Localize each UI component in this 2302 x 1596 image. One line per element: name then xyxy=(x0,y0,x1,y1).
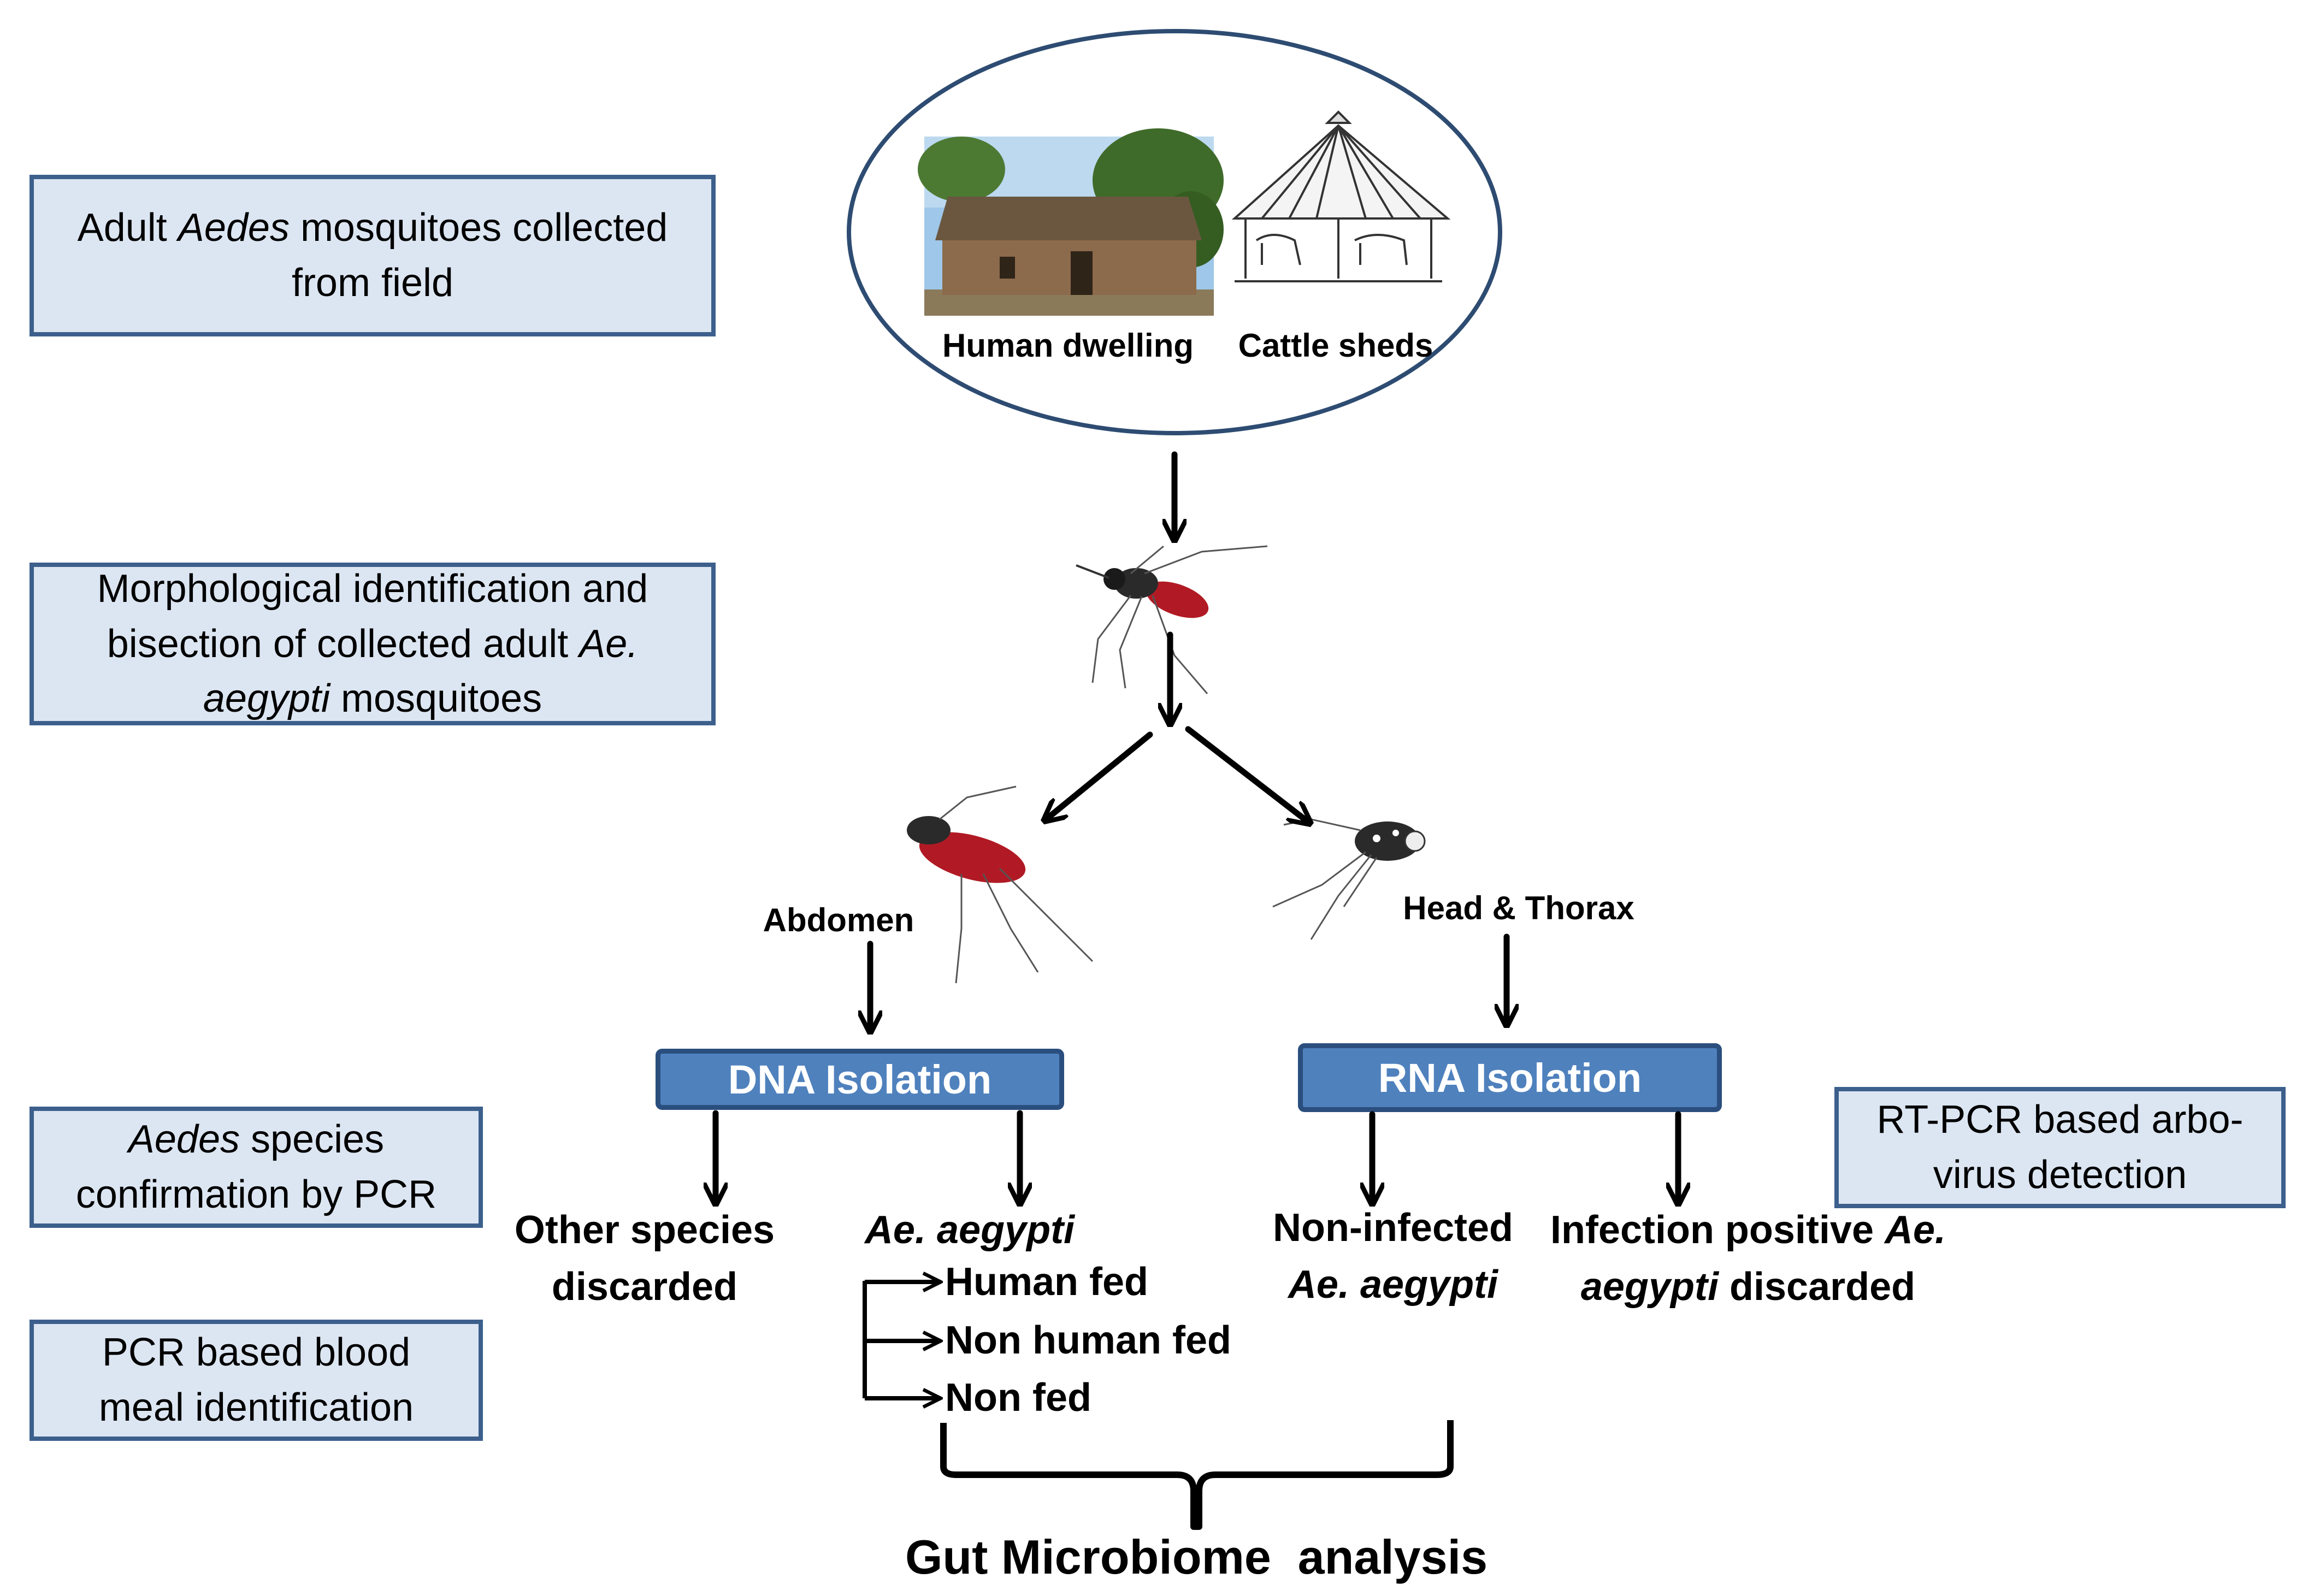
arrow-split-to-head-thorax xyxy=(1185,726,1308,822)
ae-aegypti-dna-text: Ae. aegypti xyxy=(864,1208,1075,1252)
infection-positive-label: Infection positive Ae. aegypti discarded xyxy=(1546,1202,1950,1316)
rna-isolation-box: RNA Isolation xyxy=(1298,1043,1722,1112)
ae-aegypti-dna-label: Ae. aegypti xyxy=(841,1202,1098,1258)
morphology-text-pre: Morphological identification and bisecti… xyxy=(97,566,648,666)
whole-mosquito-image xyxy=(1076,545,1268,694)
rt-pcr-text: RT-PCR based arbo-virus detection xyxy=(1876,1098,2244,1197)
blood-meal-text: PCR based blood meal identification xyxy=(98,1331,414,1429)
collection-box: Adult Aedes mosquitoes collected from fi… xyxy=(29,175,716,336)
collection-text-post: mosquitoes collected from field xyxy=(289,206,668,305)
human-fed-label: Human fed xyxy=(945,1260,1149,1304)
other-species-label: Other species discarded xyxy=(492,1202,798,1316)
non-infected-text: Non-infected xyxy=(1273,1206,1513,1250)
dna-isolation-label: DNA Isolation xyxy=(728,1056,992,1102)
rna-isolation-label: RNA Isolation xyxy=(1378,1055,1642,1101)
infection-positive-species-text: aegypti xyxy=(1580,1265,1719,1309)
non-fed-label: Non fed xyxy=(945,1376,1091,1420)
infection-positive-discarded-text: discarded xyxy=(1718,1265,1916,1309)
infection-positive-text: Infection positive xyxy=(1550,1208,1885,1252)
morphology-box: Morphological identification and bisecti… xyxy=(29,563,716,725)
non-human-fed-label: Non human fed xyxy=(945,1319,1231,1362)
species-pcr-text-post: species confirmation by PCR xyxy=(75,1118,437,1216)
gut-microbiome-brace xyxy=(940,1420,1454,1530)
rt-pcr-box: RT-PCR based arbo-virus detection xyxy=(1834,1087,2286,1208)
dna-isolation-box: DNA Isolation xyxy=(656,1049,1064,1110)
cattle-sheds-label: Cattle sheds xyxy=(1238,327,1433,364)
other-species-text: Other species discarded xyxy=(514,1208,775,1309)
human-dwelling-image xyxy=(918,128,1224,316)
arrow-split-to-abdomen xyxy=(1046,731,1153,819)
morphology-text-italic: Ae. aegypti xyxy=(203,622,639,721)
head-thorax-mosquito-image xyxy=(1272,818,1426,940)
human-dwelling-label: Human dwelling xyxy=(942,327,1194,364)
gut-microbiome-label: Gut Microbiome analysis xyxy=(905,1530,1488,1584)
species-pcr-box: Aedes species confirmation by PCR xyxy=(29,1107,483,1228)
collection-text-pre: Adult xyxy=(77,206,178,250)
species-pcr-text-italic: Aedes xyxy=(128,1118,240,1162)
cattle-shed-image xyxy=(1231,110,1451,282)
infection-positive-genus-text: Ae. xyxy=(1885,1208,1946,1252)
collection-text-italic: Aedes xyxy=(178,206,290,250)
abdomen-label: Abdomen xyxy=(763,902,914,938)
non-infected-label: Non-infected Ae. aegypti xyxy=(1240,1199,1546,1314)
morphology-text-post: mosquitoes xyxy=(329,677,542,721)
blood-meal-box: PCR based blood meal identification xyxy=(29,1320,483,1441)
head-thorax-label: Head & Thorax xyxy=(1403,890,1634,926)
non-infected-species-text: Ae. aegypti xyxy=(1288,1263,1498,1307)
abdomen-mosquito-image xyxy=(907,785,1094,984)
